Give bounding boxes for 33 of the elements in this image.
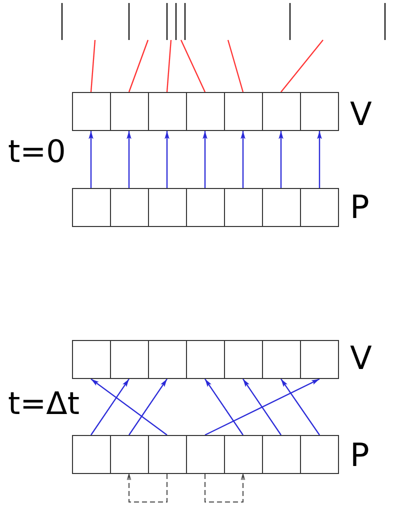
dashed-arrow <box>126 474 168 502</box>
arrow <box>240 131 246 188</box>
array-label: V <box>350 98 372 130</box>
arrow <box>317 131 322 188</box>
arrow <box>90 378 168 436</box>
grid-cell <box>300 340 339 379</box>
grid-cell <box>300 188 339 227</box>
connector-line <box>90 40 96 92</box>
arrow <box>204 378 244 436</box>
arrow <box>242 378 282 436</box>
connector-line <box>280 40 324 92</box>
connector-line <box>180 40 206 92</box>
time-label: t=0 <box>8 137 66 168</box>
time-label: t=Δt <box>8 389 80 420</box>
array-label: P <box>350 439 370 471</box>
connector-line <box>166 40 172 92</box>
arrow <box>90 378 130 436</box>
arrow <box>202 131 208 188</box>
arrow <box>204 378 320 436</box>
grid-cell <box>300 435 339 474</box>
grid-cell <box>300 92 339 131</box>
connector-line <box>128 40 149 92</box>
arrow <box>164 131 170 188</box>
array-label: V <box>350 342 372 374</box>
connector-line <box>227 40 244 92</box>
array-label: P <box>350 191 370 223</box>
arrow <box>126 131 132 188</box>
dashed-arrow <box>204 474 246 502</box>
arrow <box>128 378 168 436</box>
tick-marks <box>60 3 387 40</box>
arrow <box>280 378 320 436</box>
arrow <box>88 131 94 188</box>
arrow <box>278 131 284 188</box>
